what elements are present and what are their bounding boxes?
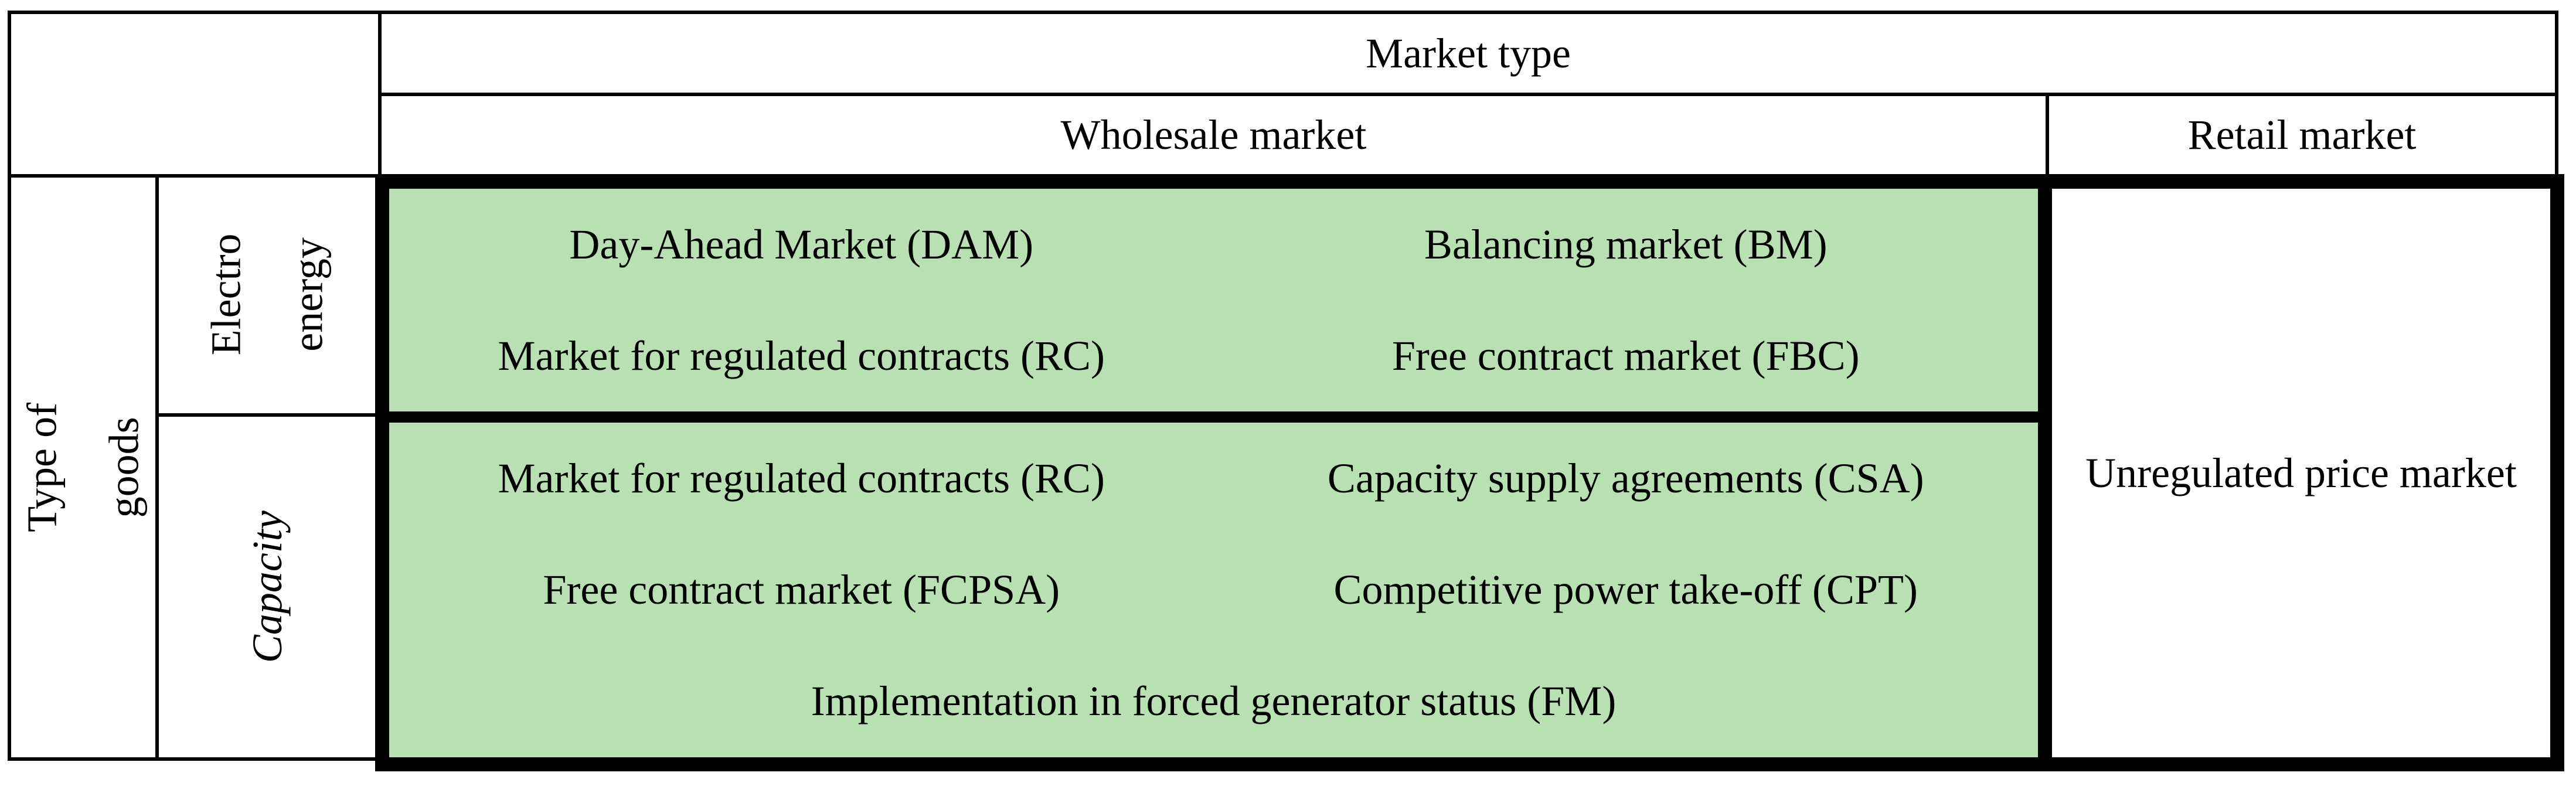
- market-item-rc-electro: Market for regulated contracts (RC): [498, 332, 1105, 379]
- market-item-fm: Implementation in forced generator statu…: [811, 678, 1617, 725]
- electro-wholesale-cell: Day-Ahead Market (DAM) Balancing market …: [389, 189, 2038, 411]
- green-cells-left-thick-border: [375, 174, 389, 771]
- market-type-label: Market type: [1366, 29, 1571, 77]
- capacity-label: Capacity: [243, 511, 291, 663]
- retail-unregulated-cell: Unregulated price market: [2052, 189, 2550, 757]
- goods-label-divider: [155, 174, 159, 761]
- market-item-csa: Capacity supply agreements (CSA): [1327, 454, 1924, 502]
- retail-cell-background: [2052, 189, 2550, 757]
- market-item-rc-capacity: Market for regulated contracts (RC): [498, 454, 1105, 502]
- wholesale-retail-divider: [2046, 93, 2049, 174]
- market-item-fbc: Free contract market (FBC): [1391, 332, 1860, 379]
- green-retail-thick-border: [2038, 174, 2052, 771]
- retail-right-thick-border: [2550, 174, 2564, 771]
- electro-capacity-label-divider: [155, 413, 375, 417]
- table-bottom-border-left: [8, 757, 379, 761]
- retail-market-label: Retail market: [2187, 111, 2417, 158]
- header-body-divider-left: [8, 174, 379, 178]
- capacity-wholesale-cell: Market for regulated contracts (RC) Capa…: [389, 423, 2038, 757]
- type-of-goods-label: Type of goods: [18, 403, 148, 532]
- market-item-cpt: Competitive power take-off (CPT): [1333, 566, 1918, 613]
- row-header-type-of-goods: Type of goods: [11, 178, 155, 757]
- market-item-bm: Balancing market (BM): [1424, 220, 1828, 268]
- table-left-border: [8, 11, 11, 761]
- unregulated-price-market-label: Unregulated price market: [2085, 449, 2517, 496]
- body-top-thick-border: [375, 174, 2564, 189]
- wholesale-market-label: Wholesale market: [1060, 111, 1367, 158]
- corner-markettype-divider: [378, 11, 382, 174]
- row-header-capacity: Capacity: [159, 417, 375, 757]
- column-header-market-type: Market type: [382, 14, 2555, 93]
- market-item-dam: Day-Ahead Market (DAM): [569, 220, 1034, 268]
- column-header-retail-market: Retail market: [2049, 96, 2555, 174]
- capacity-wholesale-cell-background: [389, 423, 2038, 757]
- electro-capacity-thick-divider: [389, 411, 2038, 423]
- electro-wholesale-cell-background: [389, 189, 2038, 411]
- column-header-wholesale-market: Wholesale market: [382, 96, 2046, 174]
- electro-energy-label: Electro energy: [202, 233, 332, 356]
- table-top-border: [8, 11, 2558, 14]
- body-bottom-thick-border: [375, 757, 2564, 771]
- market-item-fcpsa: Free contract market (FCPSA): [543, 566, 1060, 613]
- row-header-electro-energy: Electro energy: [159, 178, 375, 411]
- header-row-divider: [378, 93, 2558, 96]
- table-right-border-header: [2555, 11, 2558, 174]
